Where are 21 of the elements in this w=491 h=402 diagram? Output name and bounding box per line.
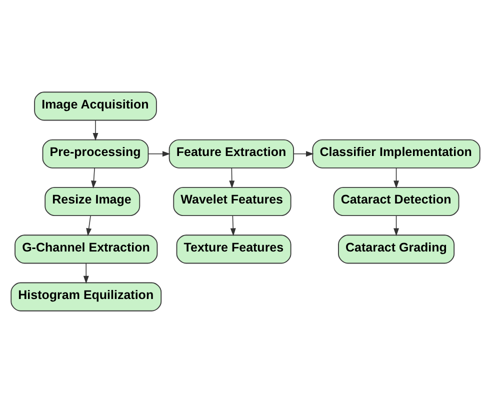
node-box: Resize Image <box>44 186 140 216</box>
arrow <box>91 167 96 188</box>
arrow <box>394 167 400 188</box>
arrow <box>229 167 235 188</box>
arrow <box>394 214 400 236</box>
node-box: Cataract Detection <box>333 186 460 216</box>
node-box: Classifier Implementation <box>312 138 480 168</box>
node-box: Wavelet Features <box>173 186 292 216</box>
arrow <box>230 214 236 236</box>
node-box: Feature Extraction <box>168 138 294 168</box>
arrow <box>293 150 314 156</box>
arrow <box>148 150 170 156</box>
node-box: Histogram Equilization <box>10 282 162 311</box>
node-box: G-Channel Extraction <box>14 234 158 264</box>
arrow <box>86 214 92 236</box>
node-box: Texture Features <box>176 234 292 264</box>
node-box: Pre-processing <box>42 138 149 168</box>
arrow <box>83 262 89 284</box>
node-box: Image Acquisition <box>34 91 157 120</box>
arrow <box>92 119 98 140</box>
node-box: Cataract Grading <box>338 234 455 264</box>
